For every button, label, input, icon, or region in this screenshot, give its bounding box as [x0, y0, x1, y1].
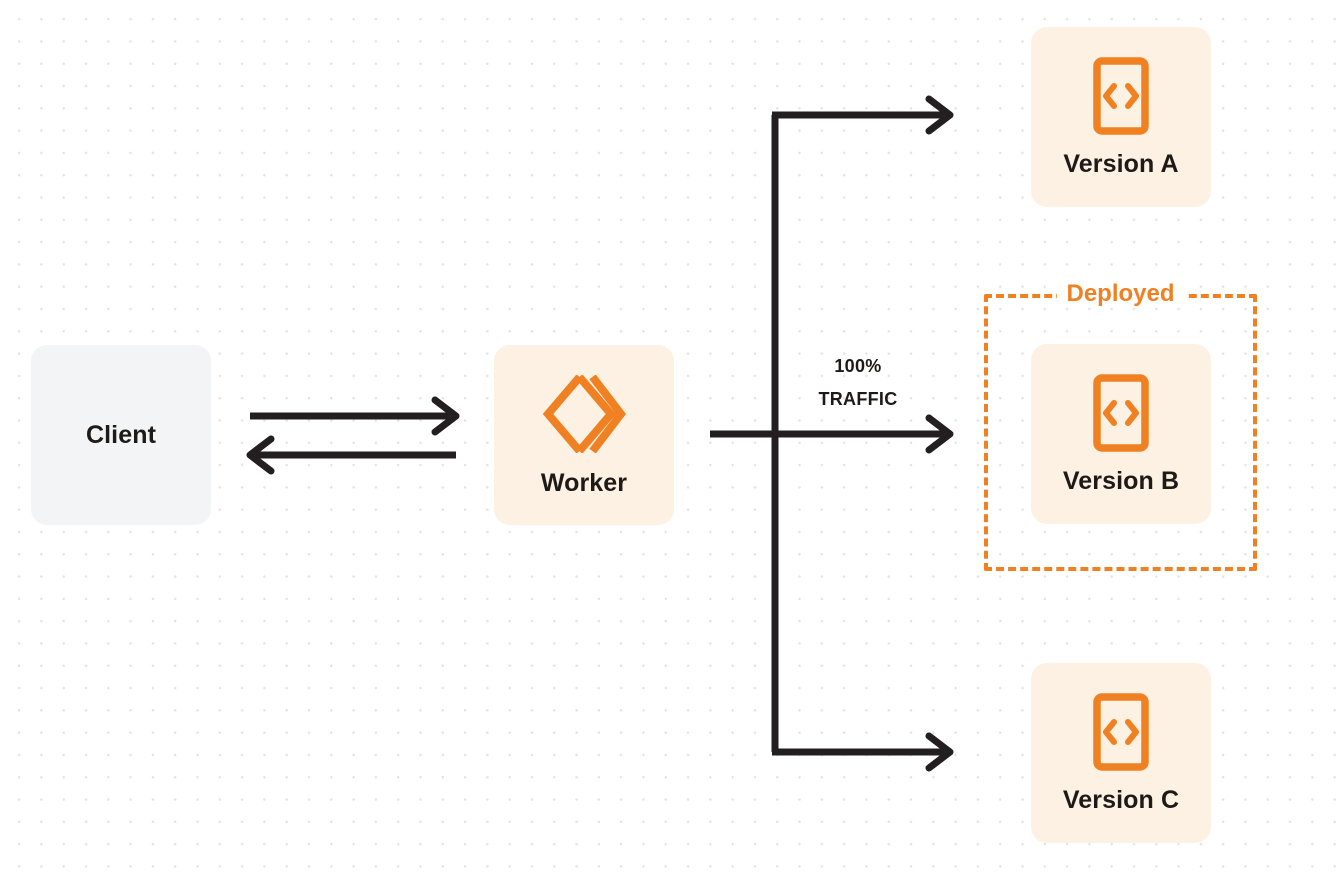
traffic-percentage-label: 100% TRAFFIC	[783, 350, 933, 417]
traffic-percent-value: 100%	[834, 356, 882, 376]
code-file-icon	[1093, 57, 1149, 135]
deployed-group-boundary: Deployed	[984, 282, 1257, 571]
worker-to-version-c-arrow	[772, 732, 954, 772]
version-b-node[interactable]: Version B	[1031, 344, 1211, 524]
worker-to-version-b-arrow	[710, 414, 954, 454]
response-arrow	[246, 435, 456, 475]
cloudflare-workers-icon	[542, 374, 626, 453]
version-c-node-label: Version C	[1062, 786, 1180, 814]
traffic-caption: TRAFFIC	[818, 389, 898, 410]
version-a-node[interactable]: Version A	[1031, 27, 1211, 207]
request-arrow	[250, 396, 460, 436]
worker-to-version-a-arrow	[772, 95, 954, 135]
version-a-node-label: Version A	[1063, 150, 1179, 178]
code-file-icon	[1093, 693, 1149, 771]
worker-node[interactable]: Worker	[494, 345, 674, 525]
worker-node-label: Worker	[540, 468, 628, 497]
deployed-group-label: Deployed	[1056, 282, 1185, 306]
version-c-node[interactable]: Version C	[1031, 663, 1211, 843]
version-b-node-label: Version B	[1062, 467, 1180, 495]
client-node-label: Client	[85, 420, 157, 449]
client-node[interactable]: Client	[31, 345, 211, 525]
code-file-icon	[1093, 374, 1149, 452]
